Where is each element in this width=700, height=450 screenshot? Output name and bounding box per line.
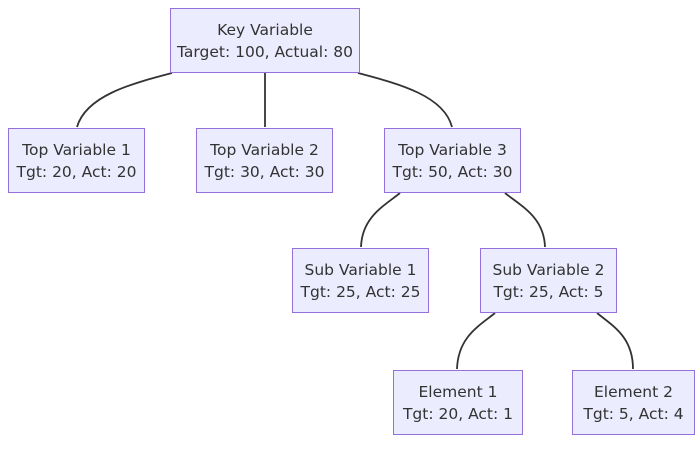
- edge-top3-to-sub2: [504, 192, 546, 248]
- node-title: Sub Variable 1: [304, 260, 417, 279]
- edge-top3-to-sub1: [360, 192, 401, 248]
- node-title: Element 1: [418, 382, 498, 401]
- edge-root-to-top1: [76, 72, 173, 128]
- node-title: Top Variable 2: [210, 140, 319, 159]
- edge-sub2-to-el2: [596, 312, 634, 370]
- edge-root-to-top3: [357, 72, 453, 128]
- node-element-2: Element 2 Tgt: 5, Act: 4: [572, 370, 695, 435]
- node-detail: Tgt: 30, Act: 30: [204, 162, 325, 181]
- node-title: Key Variable: [217, 20, 313, 39]
- node-sub-variable-1: Sub Variable 1 Tgt: 25, Act: 25: [292, 248, 429, 313]
- node-top-variable-3: Top Variable 3 Tgt: 50, Act: 30: [384, 128, 521, 193]
- node-detail: Tgt: 20, Act: 20: [16, 162, 137, 181]
- node-title: Top Variable 1: [22, 140, 131, 159]
- node-detail: Tgt: 5, Act: 4: [583, 404, 684, 423]
- node-title: Sub Variable 2: [492, 260, 605, 279]
- node-sub-variable-2: Sub Variable 2 Tgt: 25, Act: 5: [480, 248, 617, 313]
- node-top-variable-2: Top Variable 2 Tgt: 30, Act: 30: [196, 128, 333, 193]
- node-title: Element 2: [594, 382, 673, 401]
- node-title: Top Variable 3: [398, 140, 507, 159]
- node-detail: Tgt: 20, Act: 1: [402, 404, 514, 423]
- edge-sub2-to-el1: [456, 312, 496, 370]
- node-detail: Tgt: 25, Act: 25: [300, 282, 421, 301]
- node-detail: Target: 100, Actual: 80: [177, 42, 353, 61]
- node-detail: Tgt: 50, Act: 30: [392, 162, 513, 181]
- node-top-variable-1: Top Variable 1 Tgt: 20, Act: 20: [8, 128, 145, 193]
- node-element-1: Element 1 Tgt: 20, Act: 1: [393, 370, 523, 435]
- node-key-variable: Key Variable Target: 100, Actual: 80: [170, 8, 360, 73]
- node-detail: Tgt: 25, Act: 5: [493, 282, 604, 301]
